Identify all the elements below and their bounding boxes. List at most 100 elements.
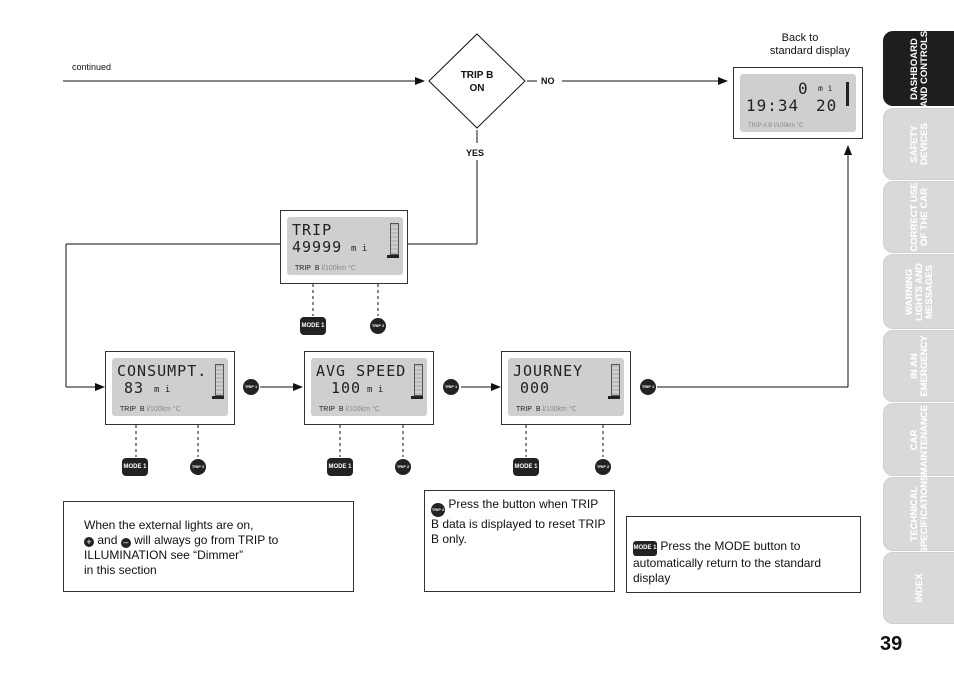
avgspeed-bottom-legend: TRIP B l/100km °C	[319, 406, 380, 413]
consumpt-unit: m i	[154, 385, 171, 395]
decision-label-line2: ON	[469, 83, 485, 94]
trip-level-bar	[390, 223, 399, 255]
trip2-button[interactable]: TRIP 2	[395, 459, 411, 475]
trip1-button[interactable]: TRIP 1	[243, 379, 259, 395]
trip1-button[interactable]: TRIP 1	[443, 379, 459, 395]
journey-level-base	[608, 396, 620, 399]
consumpt-level-bar	[215, 364, 224, 396]
avgspeed-lcd: AVG SPEED 100 m i TRIP B l/100km °C	[311, 358, 427, 416]
standard-caption: Back to standard display	[730, 32, 850, 58]
tab-label: INDEX	[913, 573, 925, 603]
standard-clock: 19:34	[746, 96, 800, 115]
consumpt-bottom-legend: TRIP B l/100km °C	[120, 406, 181, 413]
no-label: NO	[541, 76, 555, 86]
journey-line2: 000	[520, 379, 551, 397]
trip2-note-text: Press the button when TRIP B data is dis…	[431, 497, 606, 546]
avgspeed-level-bar	[414, 364, 423, 396]
trip2-icon: TRIP 2	[431, 503, 445, 517]
standard-bottom-legend: TRIP A B l/100km °C	[748, 123, 804, 129]
avgspeed-line1: AVG SPEED	[316, 362, 407, 380]
journey-line1: JOURNEY	[513, 362, 584, 380]
trip-line1: TRIP	[292, 221, 333, 239]
trip-unit: m i	[351, 244, 368, 254]
tab-index[interactable]: INDEX	[883, 552, 954, 624]
journey-lcd: JOURNEY 000 TRIP B l/100km °C	[508, 358, 624, 416]
mode-button[interactable]: MODE 1	[300, 317, 326, 335]
standard-display-frame: 0 m i 19:34 20 TRIP A B l/100km °C	[733, 67, 863, 139]
trip2-button[interactable]: TRIP 2	[190, 459, 206, 475]
trip-bottom-rest: l/100km °C	[321, 265, 356, 272]
trip2-button[interactable]: TRIP 2	[370, 318, 386, 334]
consumpt-level-base	[212, 396, 224, 399]
mode-button[interactable]: MODE 1	[122, 458, 148, 476]
standard-caption-line1: Back to	[781, 32, 819, 44]
decision-label: TRIP B ON	[447, 69, 507, 95]
consumpt-line1: CONSUMPT.	[117, 362, 208, 380]
continued-label: continued	[72, 62, 112, 72]
standard-caption-line2: standard display	[769, 45, 850, 57]
trip-bottom-legend: TRIP B l/100km °C	[295, 265, 356, 272]
consumpt-bottom-b: B	[139, 406, 145, 413]
lights-note-line2: + and – will always go from TRIP to	[84, 533, 353, 548]
avgspeed-unit: m i	[367, 385, 384, 395]
avgspeed-bottom-rest: l/100km °C	[345, 406, 380, 413]
avgspeed-level-base	[411, 396, 423, 399]
trip-level-base	[387, 255, 399, 258]
trip1-button[interactable]: TRIP 1	[640, 379, 656, 395]
journey-level-bar	[611, 364, 620, 396]
trip-display-frame: TRIP 49999 m i TRIP B l/100km °C	[280, 210, 408, 284]
page-number: 39	[880, 633, 903, 655]
trip-line2: 49999	[292, 238, 343, 256]
trip2-note: TRIP 2 Press the button when TRIP B data…	[424, 490, 615, 592]
decision-label-line1: TRIP B	[460, 70, 494, 81]
consumpt-lcd: CONSUMPT. 83 m i TRIP B l/100km °C	[112, 358, 228, 416]
lights-note-and: and	[97, 533, 118, 547]
consumpt-bottom-rest: l/100km °C	[146, 406, 181, 413]
lights-note: When the external lights are on, + and –…	[63, 501, 354, 592]
mode-button[interactable]: MODE 1	[327, 458, 353, 476]
consumpt-bottom-trip: TRIP	[120, 406, 136, 413]
standard-level-bar	[846, 82, 856, 106]
mode-note: MODE 1 Press the MODE button to automati…	[626, 516, 861, 593]
trip2-button[interactable]: TRIP 2	[595, 459, 611, 475]
plus-icon: +	[84, 537, 94, 547]
lights-note-rest: will always go from TRIP to	[134, 533, 279, 547]
avgspeed-line2: 100	[331, 379, 362, 397]
mode-note-text: Press the MODE button to automatically r…	[633, 539, 822, 585]
trip-bottom-trip: TRIP	[295, 265, 311, 272]
avgspeed-bottom-b: B	[338, 406, 344, 413]
trip-bottom-b: B	[314, 265, 320, 272]
lights-note-line4: in this section	[84, 563, 157, 577]
standard-row1-unit: m i	[818, 84, 833, 93]
minus-icon: –	[120, 538, 131, 548]
journey-bottom-rest: l/100km °C	[542, 406, 577, 413]
lights-note-line3: ILLUMINATION see “Dimmer”	[84, 548, 244, 562]
yes-label: YES	[466, 148, 485, 158]
mode-button[interactable]: MODE 1	[513, 458, 539, 476]
consumpt-line2: 83	[124, 379, 145, 397]
lights-note-line1: When the external lights are on,	[84, 518, 254, 532]
journey-bottom-b: B	[535, 406, 541, 413]
journey-bottom-trip: TRIP	[516, 406, 532, 413]
journey-bottom-legend: TRIP B l/100km °C	[516, 406, 577, 413]
avgspeed-display-frame: AVG SPEED 100 m i TRIP B l/100km °C	[304, 351, 434, 425]
mode-icon: MODE 1	[633, 541, 657, 556]
standard-row1-value: 0	[798, 79, 809, 98]
avgspeed-bottom-trip: TRIP	[319, 406, 335, 413]
standard-temp: 20	[816, 96, 838, 115]
